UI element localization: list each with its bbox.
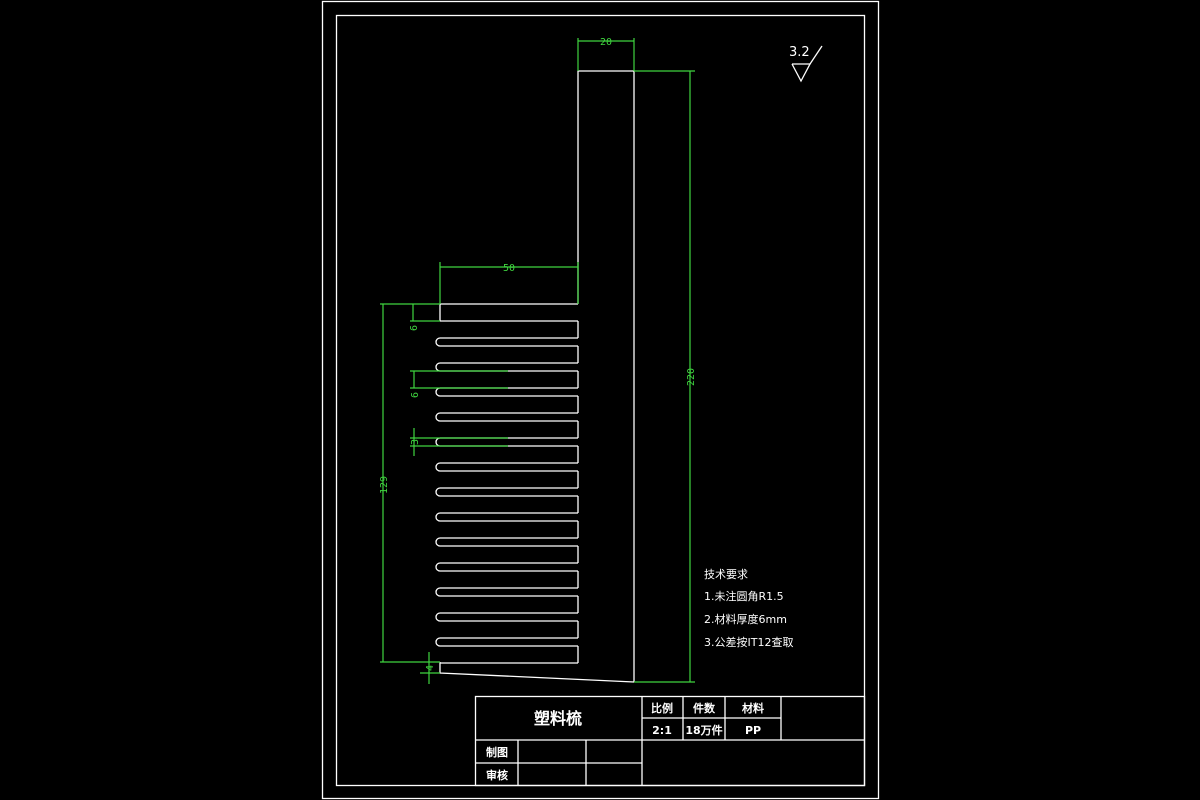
dimension-tooth-pitch: 6 <box>410 370 508 398</box>
dim-text-50: 50 <box>503 263 515 274</box>
inner-frame <box>335 14 866 787</box>
note-item: 1.未注圆角R1.5 <box>704 589 784 603</box>
dim-text-4: 4 <box>425 665 436 671</box>
dim-text-3: 3 <box>410 439 421 445</box>
comb-teeth <box>435 320 579 664</box>
dim-text-220: 220 <box>686 368 697 386</box>
checked-label: 审核 <box>486 768 508 782</box>
drawn-label: 制图 <box>486 745 508 759</box>
material-value: PP <box>745 724 761 737</box>
dimension-teeth-width: 50 <box>439 262 579 304</box>
outer-border <box>321 0 880 800</box>
technical-requirements: 技术要求 1.未注圆角R1.5 2.材料厚度6mm 3.公差按IT12查取 <box>704 568 793 649</box>
title-block: 塑料梳 比例 件数 材料 2:1 18万件 PP 制图 审核 <box>474 695 866 787</box>
comb-outline <box>435 70 635 683</box>
dimension-teeth-span: 129 <box>379 303 440 663</box>
dimension-slot-width: 3 <box>410 428 508 456</box>
dimension-top-land: 6 <box>409 304 440 331</box>
dimension-top-width: 20 <box>577 37 635 71</box>
dim-text-129: 129 <box>379 476 390 494</box>
dimension-overall-height: 220 <box>634 70 697 683</box>
notes-title: 技术要求 <box>704 568 748 581</box>
scale-label: 比例 <box>651 701 673 715</box>
dim-text-6b: 6 <box>410 392 421 398</box>
dim-text-6a: 6 <box>409 325 420 331</box>
dimension-bottom-land: 4 <box>420 652 440 684</box>
quantity-label: 件数 <box>693 701 716 715</box>
material-label: 材料 <box>742 701 764 715</box>
dim-text-20: 20 <box>600 37 612 48</box>
quantity-value: 18万件 <box>685 723 722 737</box>
part-name: 塑料梳 <box>534 709 582 728</box>
surface-roughness-symbol: 3.2 <box>789 45 823 83</box>
note-item: 2.材料厚度6mm <box>704 612 787 626</box>
note-item: 3.公差按IT12查取 <box>704 635 793 649</box>
scale-value: 2:1 <box>652 724 672 737</box>
teeth-path <box>435 320 579 664</box>
roughness-value: 3.2 <box>789 45 810 60</box>
